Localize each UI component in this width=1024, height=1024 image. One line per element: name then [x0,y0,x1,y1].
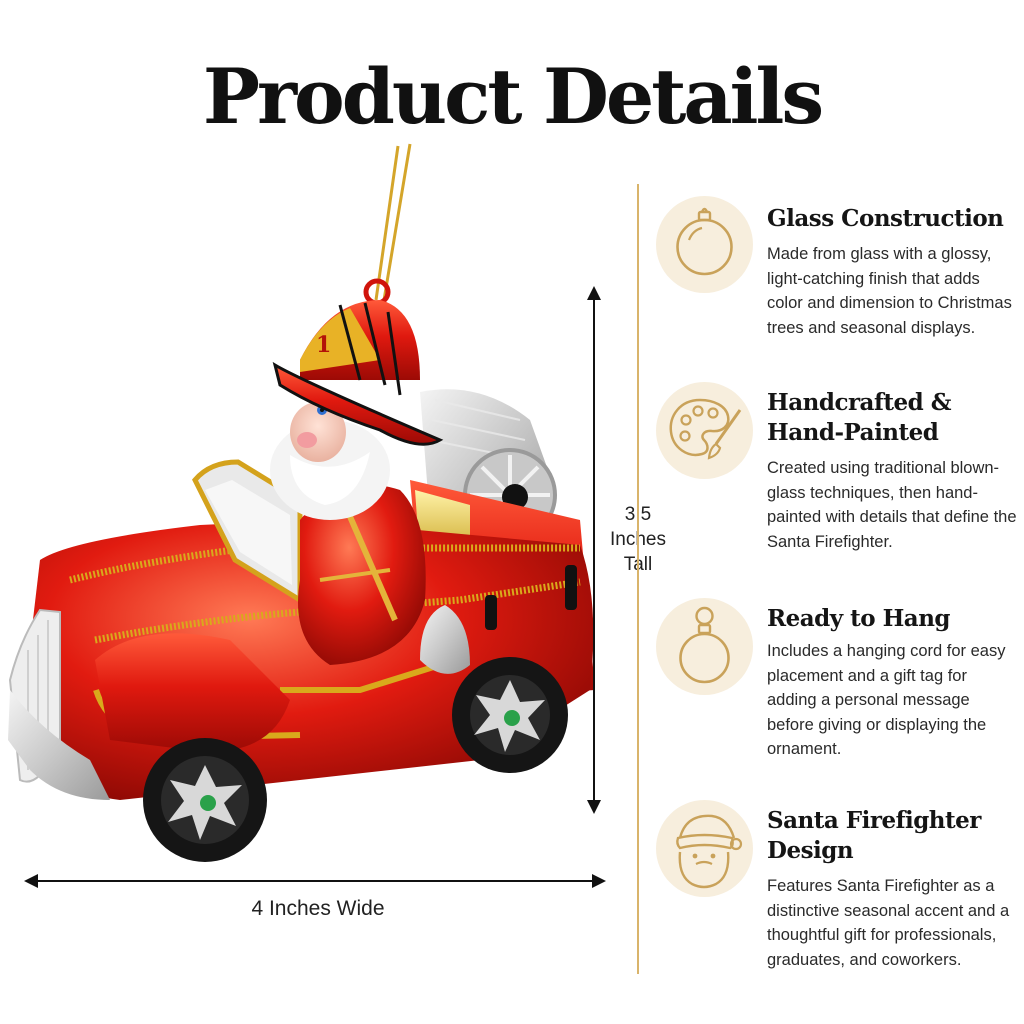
feature-description: Includes a hanging cord for easy placeme… [767,642,1006,758]
hanging-ornament-icon [656,598,753,695]
paint-palette-icon [656,382,753,479]
feature-title: Ready to Hang [767,605,951,632]
width-dimension-label: 4 Inches Wide [251,897,385,920]
svg-text:1: 1 [316,332,331,358]
feature-description: Made from glass with a glossy, light-cat… [767,245,1012,337]
section-divider [637,184,639,974]
feature-description: Created using traditional blown-glass te… [767,459,1017,551]
feature-title: Handcrafted & Hand-Painted [767,389,951,446]
santa-firetruck-ornament-image: 1 [8,143,595,862]
feature-title: Glass Construction [767,205,1004,232]
santa-face-icon [656,800,753,897]
ornament-bauble-icon [656,196,753,293]
feature-title: Santa Firefighter Design [767,807,981,864]
feature-description: Features Santa Firefighter as a distinct… [767,877,1010,969]
page-title: Product Details [202,52,824,141]
